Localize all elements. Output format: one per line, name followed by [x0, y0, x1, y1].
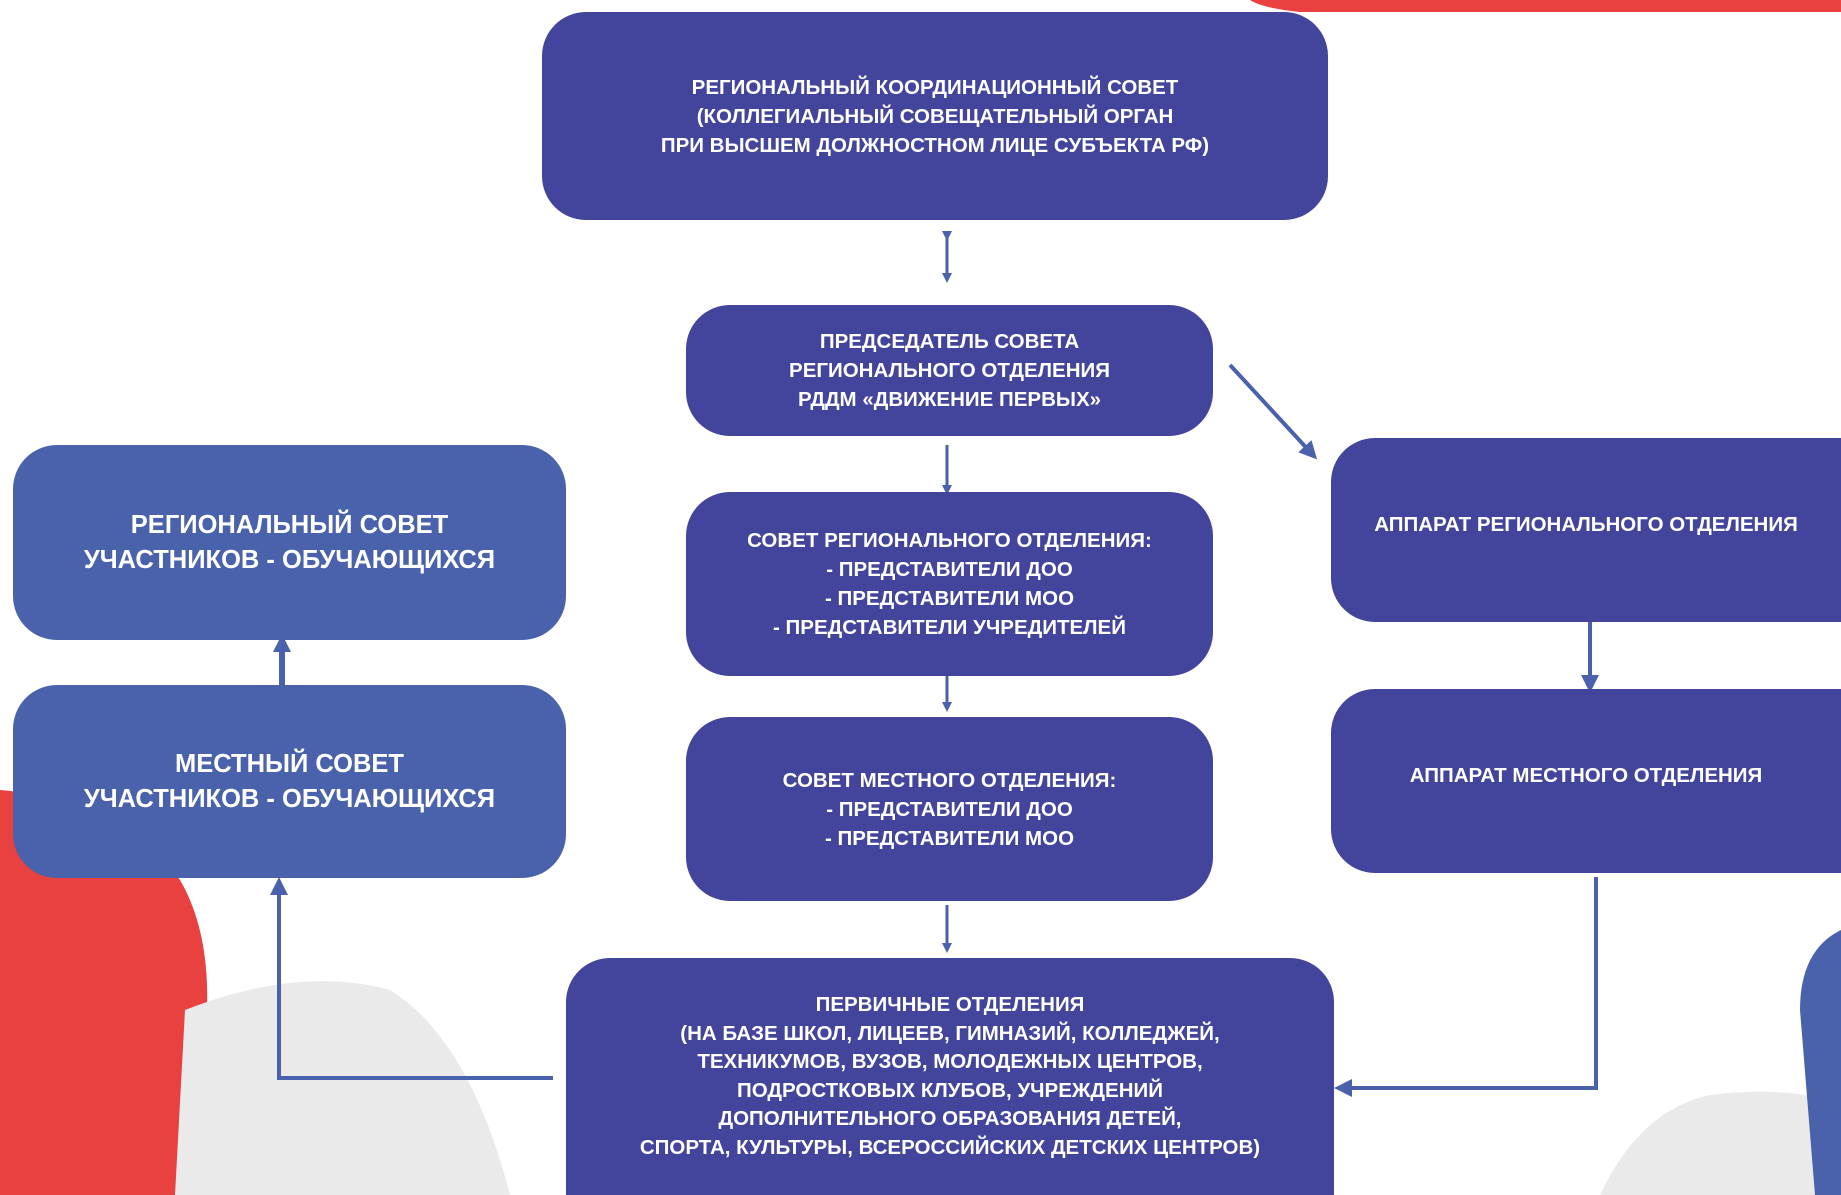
primary-branches-line-1: ПЕРВИЧНЫЕ ОТДЕЛЕНИЯ	[815, 993, 1085, 1016]
primary-branches-line-3: ТЕХНИКУМОВ, ВУЗОВ, МОЛОДЕЖНЫХ ЦЕНТРОВ,	[697, 1050, 1203, 1073]
regional-branch-council-line-1: СОВЕТ РЕГИОНАЛЬНОГО ОТДЕЛЕНИЯ:	[747, 529, 1152, 552]
regional-apparatus-line-1: АППАРАТ РЕГИОНАЛЬНОГО ОТДЕЛЕНИЯ	[1374, 513, 1798, 536]
coordination-council-line-3: ПРИ ВЫСШЕМ ДОЛЖНОСТНОМ ЛИЦЕ СУБЪЕКТА РФ)	[660, 133, 1210, 157]
coordination-council-box: РЕГИОНАЛЬНЫЙ КООРДИНАЦИОННЫЙ СОВЕТ (КОЛЛ…	[542, 12, 1328, 220]
regional-students-council-line-1: РЕГИОНАЛЬНЫЙ СОВЕТ	[130, 510, 449, 539]
chairman-line-2: РЕГИОНАЛЬНОГО ОТДЕЛЕНИЯ	[789, 359, 1110, 382]
blue-blob-right	[1800, 930, 1841, 1195]
local-branch-council-box: СОВЕТ МЕСТНОГО ОТДЕЛЕНИЯ: - ПРЕДСТАВИТЕЛ…	[686, 717, 1213, 901]
regional-apparatus-box: АППАРАТ РЕГИОНАЛЬНОГО ОТДЕЛЕНИЯ	[1331, 438, 1841, 622]
gray-blob-right	[1600, 1091, 1841, 1195]
local-students-council-line-1: МЕСТНЫЙ СОВЕТ	[174, 749, 404, 778]
chairman-line-1: ПРЕДСЕДАТЕЛЬ СОВЕТА	[819, 330, 1080, 353]
chairman-box: ПРЕДСЕДАТЕЛЬ СОВЕТА РЕГИОНАЛЬНОГО ОТДЕЛЕ…	[686, 305, 1213, 436]
chairman-line-3: РДДМ «ДВИЖЕНИЕ ПЕРВЫХ»	[797, 388, 1102, 411]
regional-students-council-line-2: УЧАСТНИКОВ - ОБУЧАЮЩИХСЯ	[83, 545, 496, 574]
red-blob-left	[0, 790, 208, 1195]
local-apparatus-line-1: АППАРАТ МЕСТНОГО ОТДЕЛЕНИЯ	[1409, 764, 1763, 787]
primary-branches-box: ПЕРВИЧНЫЕ ОТДЕЛЕНИЯ (НА БАЗЕ ШКОЛ, ЛИЦЕЕ…	[566, 958, 1334, 1195]
regional-branch-council-line-2: - ПРЕДСТАВИТЕЛИ ДОО	[826, 558, 1073, 581]
primary-branches-line-2: (НА БАЗЕ ШКОЛ, ЛИЦЕЕВ, ГИМНАЗИЙ, КОЛЛЕДЖ…	[680, 1021, 1220, 1045]
red-corner-shape-top	[1250, 0, 1841, 12]
local-branch-council-line-1: СОВЕТ МЕСТНОГО ОТДЕЛЕНИЯ:	[782, 768, 1117, 792]
primary-branches-line-4: ПОДРОСТКОВЫХ КЛУБОВ, УЧРЕЖДЕНИЙ	[737, 1078, 1163, 1102]
regional-branch-council-line-3: - ПРЕДСТАВИТЕЛИ МОО	[824, 587, 1075, 610]
primary-branches-line-5: ДОПОЛНИТЕЛЬНОГО ОБРАЗОВАНИЯ ДЕТЕЙ,	[718, 1107, 1182, 1130]
regional-students-council-box: РЕГИОНАЛЬНЫЙ СОВЕТ УЧАСТНИКОВ - ОБУЧАЮЩИ…	[13, 445, 566, 640]
regional-branch-council-line-4: - ПРЕДСТАВИТЕЛИ УЧРЕДИТЕЛЕЙ	[773, 616, 1126, 639]
local-students-council-box: МЕСТНЫЙ СОВЕТ УЧАСТНИКОВ - ОБУЧАЮЩИХСЯ	[13, 685, 566, 878]
local-students-council-line-2: УЧАСТНИКОВ - ОБУЧАЮЩИХСЯ	[83, 784, 496, 813]
regional-branch-council-box: СОВЕТ РЕГИОНАЛЬНОГО ОТДЕЛЕНИЯ: - ПРЕДСТА…	[686, 492, 1213, 676]
coordination-council-line-1: РЕГИОНАЛЬНЫЙ КООРДИНАЦИОННЫЙ СОВЕТ	[691, 75, 1179, 99]
coordination-council-line-2: (КОЛЛЕГИАЛЬНЫЙ СОВЕЩАТЕЛЬНЫЙ ОРГАН	[696, 104, 1174, 128]
local-branch-council-line-2: - ПРЕДСТАВИТЕЛИ ДОО	[826, 797, 1073, 821]
local-apparatus-box: АППАРАТ МЕСТНОГО ОТДЕЛЕНИЯ	[1331, 689, 1841, 873]
primary-branches-line-6: СПОРТА, КУЛЬТУРЫ, ВСЕРОССИЙСКИХ ДЕТСКИХ …	[639, 1135, 1261, 1159]
local-branch-council-line-3: - ПРЕДСТАВИТЕЛИ МОО	[824, 826, 1075, 850]
gray-blob-left	[175, 981, 510, 1195]
